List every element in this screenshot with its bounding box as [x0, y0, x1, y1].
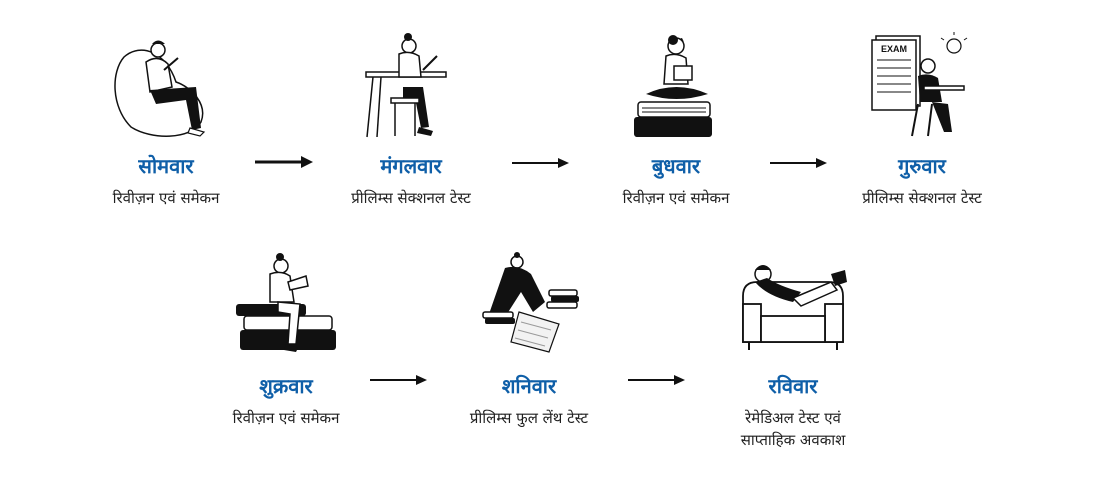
step-description: रिवीज़न एवं समेकन: [112, 189, 220, 207]
person-writing-exam-icon: EXAM: [871, 32, 968, 137]
person-writing-full-test-icon: [482, 252, 579, 353]
step-description: प्रीलिम्स फुल लेंथ टेस्ट: [469, 409, 589, 427]
arrow-right-icon: [512, 158, 569, 168]
step-description: रेमेडिअल टेस्ट एवं साप्ताहिक अवकाश: [740, 409, 846, 449]
step-description: रिवीज़न एवं समेकन: [622, 189, 730, 207]
step-monday: सोमवार रिवीज़न एवं समेकन: [66, 32, 266, 209]
arrow-right-icon: [255, 156, 313, 168]
step-description: रिवीज़न एवं समेकन: [232, 409, 340, 427]
day-label: मंगलवार: [380, 154, 442, 178]
step-saturday: शनिवार प्रीलिम्स फुल लेंथ टेस्ट: [429, 252, 629, 429]
person-writing-at-desk-icon: [365, 33, 447, 138]
step-wednesday: बुधवार रिवीज़न एवं समेकन: [576, 32, 776, 209]
day-label: शनिवार: [501, 374, 557, 398]
step-description: प्रीलिम्स सेक्शनल टेस्ट: [351, 189, 471, 207]
person-reading-on-books-icon: [236, 253, 336, 352]
person-on-beanbag-with-tablet-icon: [114, 40, 206, 137]
day-label: गुरुवार: [898, 154, 946, 178]
day-label: शुक्रवार: [259, 374, 313, 398]
step-thursday: EXAM गुरुवार प्रीलिम्स सेक्शनल टेस्ट: [822, 32, 1022, 209]
arrow-right-icon: [770, 158, 827, 168]
arrow-right-icon: [370, 375, 427, 385]
step-friday: शुक्रवार रिवीज़न एवं समेकन: [186, 252, 386, 429]
person-relaxing-on-sofa-icon: [742, 265, 847, 350]
step-description: प्रीलिम्स सेक्शनल टेस्ट: [862, 189, 982, 207]
person-on-books-with-laptop-icon: [634, 35, 712, 137]
exam-label: EXAM: [881, 44, 907, 54]
arrow-right-icon: [628, 375, 685, 385]
day-label: बुधवार: [651, 154, 701, 178]
day-label: रविवार: [768, 374, 818, 398]
day-label: सोमवार: [138, 154, 194, 178]
step-sunday: रविवार रेमेडिअल टेस्ट एवं साप्ताहिक अवका…: [693, 252, 893, 451]
step-tuesday: मंगलवार प्रीलिम्स सेक्शनल टेस्ट: [311, 32, 511, 209]
